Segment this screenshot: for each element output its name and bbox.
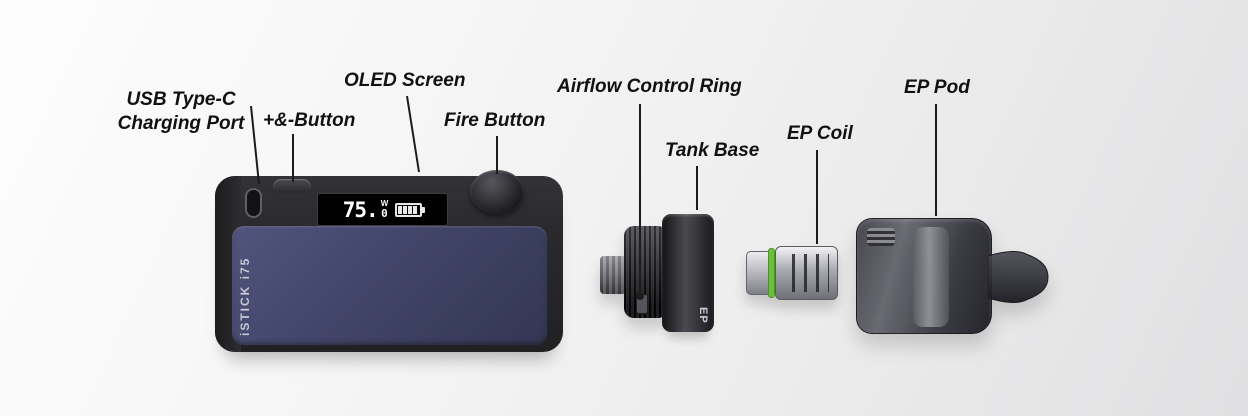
pod-coil-chamber — [913, 227, 949, 327]
label-tank-base: Tank Base — [665, 140, 760, 161]
plus-minus-button — [273, 179, 311, 193]
coil-airflow-slots — [783, 254, 829, 292]
coil-oring — [768, 248, 775, 298]
wattage-unit: W — [380, 199, 389, 208]
oled-screen: 75. W 0 — [317, 193, 448, 226]
usb-c-port — [245, 188, 262, 218]
airflow-slider — [636, 294, 648, 314]
battery-bar — [413, 205, 418, 214]
airflow-assembly — [598, 224, 670, 320]
battery-bar — [403, 205, 408, 214]
mod-body: iSTICK i75 75. W 0 — [215, 170, 563, 352]
tank-base: EP — [662, 214, 714, 332]
battery-bar — [408, 205, 413, 214]
label-ep-coil: EP Coil — [787, 123, 853, 144]
label-airflow-control-ring: Airflow Control Ring — [557, 76, 742, 97]
coil-cap — [746, 251, 770, 295]
label-oled-screen: OLED Screen — [344, 70, 466, 91]
fire-button — [470, 170, 524, 214]
ep-pod — [856, 218, 1056, 338]
leader-line-oled — [406, 95, 420, 173]
wattage-decimal: 0 — [381, 207, 388, 220]
pod-fill-ridges — [867, 228, 895, 246]
ep-coil — [746, 246, 838, 300]
label-ep-pod: EP Pod — [904, 77, 970, 98]
battery-icon — [395, 202, 426, 217]
tank-base-marking: EP — [697, 307, 709, 324]
label-fire-button: Fire Button — [444, 110, 546, 131]
battery-bar — [398, 205, 403, 214]
pod-body — [856, 218, 992, 334]
wattage-value: 75. — [342, 197, 379, 222]
wattage-unit-stack: W 0 — [380, 199, 389, 220]
brand-text: iSTICK i75 — [238, 256, 252, 336]
label-usb-charging-port: USB Type-C Charging Port — [100, 88, 262, 136]
label-usb-line1: USB Type-C — [126, 89, 236, 110]
label-plus-minus-button: +&-Button — [263, 110, 356, 131]
front-panel: iSTICK i75 — [232, 226, 547, 345]
battery-bars — [398, 205, 418, 214]
pod-mouthpiece — [988, 251, 1049, 303]
airflow-connector-icon — [600, 256, 626, 294]
label-usb-line2: Charging Port — [117, 112, 245, 134]
